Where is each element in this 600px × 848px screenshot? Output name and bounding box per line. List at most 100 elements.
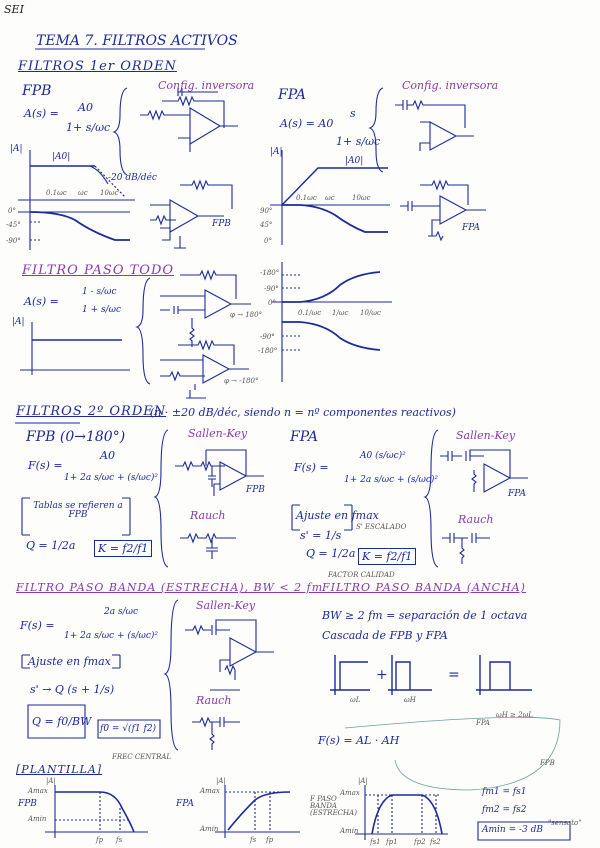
plantilla-fpb-amin: Amin bbox=[28, 815, 47, 823]
fpb2-sk-label: Sallen-Key bbox=[188, 427, 248, 440]
bracket-fpb1 bbox=[112, 87, 128, 176]
fpa1-tick-1: 0.1ωc bbox=[296, 194, 317, 202]
section-2orden-note: (n · ±20 dB/déc, siendo n = nº component… bbox=[150, 406, 456, 419]
circuit-pasotodo-2 bbox=[160, 339, 249, 399]
plantilla-banda-fs2: fs2 bbox=[430, 838, 441, 846]
fpa1-phase-45: 45° bbox=[260, 221, 273, 229]
fpa2-adjust: Ajuste en fmax bbox=[296, 509, 379, 522]
banda-ancha-fpb-tag: FPB bbox=[540, 759, 555, 767]
plantilla-fpa-axis: |A| bbox=[216, 777, 226, 785]
circuit-banda-sk bbox=[185, 619, 274, 691]
banda-sk-label: Sallen-Key bbox=[196, 599, 256, 612]
plantilla-fpa-amin: Amin bbox=[200, 825, 219, 833]
fpb1-lhs: A(s) = bbox=[24, 107, 59, 120]
circuit-pasotodo-1 bbox=[160, 269, 251, 347]
section-plantilla-title: [PLANTILLA] bbox=[16, 763, 103, 776]
fpb2-rauch-label: Rauch bbox=[190, 509, 226, 522]
fpa2-smap: s' = 1/s bbox=[300, 529, 342, 542]
section-2orden-title: FILTROS 2º ORDEN bbox=[16, 404, 167, 419]
pasotodo-p2: -90° bbox=[264, 285, 279, 293]
graph-pasotodo-mag bbox=[20, 322, 130, 375]
fpb1-a0: |A0| bbox=[52, 152, 71, 162]
fpb2-tables-note: Tablas se refieren a FPB bbox=[33, 501, 123, 520]
fpa2-den: 1+ 2a s/ωc + (s/ωc)² bbox=[344, 475, 439, 485]
plantilla-fpa-amax: Amax bbox=[200, 787, 220, 795]
plantilla-banda-fs1: fs1 bbox=[370, 838, 381, 846]
fpa1-tick-2: ωc bbox=[325, 194, 335, 202]
fpb1-num: A0 bbox=[78, 101, 93, 114]
circuit-fpb2-sk bbox=[175, 449, 264, 496]
banda-rauch-label: Rauch bbox=[196, 694, 232, 707]
adjust-box-banda bbox=[21, 654, 121, 669]
pasotodo-x3: 10/ωc bbox=[360, 309, 381, 317]
plantilla-banda-fp2: fp2 bbox=[414, 838, 426, 846]
fpb1-phase-90: -90° bbox=[6, 237, 21, 245]
banda-ancha-formula: F(s) = AL · AH bbox=[318, 734, 400, 747]
fpa1-inv-label: Config. inversora bbox=[402, 79, 499, 92]
plantilla-fpb-axis: |A| bbox=[46, 777, 56, 785]
fpa2-sk-label: Sallen-Key bbox=[456, 429, 516, 442]
fpa1-tick-3: 10ωc bbox=[352, 194, 371, 202]
fpa1-lhs: A(s) = A0 bbox=[280, 117, 334, 130]
pasotodo-x2: 1/ωc bbox=[332, 309, 349, 317]
fpa1-phase-90: 90° bbox=[260, 207, 273, 215]
fpb1-den: 1+ s/ωc bbox=[66, 121, 111, 134]
banda-ancha-sketch bbox=[330, 655, 561, 791]
fpb2-label: FPB (0→180°) bbox=[26, 429, 126, 445]
circuit-fpb1-noninv bbox=[150, 179, 233, 249]
fpa1-den: 1+ s/ωc bbox=[336, 135, 381, 148]
graph-fpb1-phase bbox=[18, 200, 130, 250]
fpa2-num: A0 (s/ωc)² bbox=[360, 451, 406, 461]
pasotodo-p3: 0° bbox=[268, 299, 276, 307]
section-pasotodo-title: FILTRO PASO TODO bbox=[22, 263, 175, 278]
tables-box bbox=[21, 497, 131, 536]
section-banda-estrecha-title: FILTRO PASO BANDA (ESTRECHA), BW < 2 fm bbox=[16, 581, 324, 594]
fpa2-label: FPA bbox=[290, 429, 318, 445]
plantilla-fpb-fp: fp bbox=[96, 836, 104, 844]
graph-fpa1 bbox=[270, 150, 390, 245]
graph-fpb1-mag bbox=[18, 150, 135, 201]
fpa1-a0: |A0| bbox=[345, 156, 364, 166]
fpb2-q: Q = 1/2a bbox=[26, 539, 76, 552]
equals-sign: = bbox=[448, 667, 460, 683]
bracket-fpa2 bbox=[423, 429, 439, 568]
fpb1-axis-mag: |A| bbox=[10, 144, 23, 154]
pasotodo-p1: -180° bbox=[260, 269, 280, 277]
fpa1-label: FPA bbox=[278, 87, 306, 103]
banda-ancha-l1: BW ≥ 2 fm = separación de 1 octava bbox=[322, 609, 528, 622]
pasotodo-p5: -180° bbox=[258, 347, 278, 355]
fpb1-tick-1: 0.1ωc bbox=[46, 189, 67, 197]
plantilla-banda-amax: Amax bbox=[340, 789, 360, 797]
banda-q: Q = f0/BW bbox=[32, 715, 92, 728]
banda-ancha-fpa-tag: FPA bbox=[476, 719, 490, 727]
fpb1-tick-3: 10ωc bbox=[100, 189, 119, 197]
pasotodo-num: 1 - s/ωc bbox=[82, 287, 117, 297]
fpb1-phase-45: -45° bbox=[6, 221, 21, 229]
banda-lhs: F(s) = bbox=[20, 619, 55, 632]
fpb1-tick-2: ωc bbox=[78, 189, 88, 197]
fpa2-k: K = f2/f1 bbox=[358, 548, 417, 565]
pasotodo-x1: 0.1/ωc bbox=[298, 309, 322, 317]
fpa2-tag: FPA bbox=[508, 489, 526, 499]
banda-f0: f0 = √(f1 f2) bbox=[100, 724, 157, 734]
circuit-fpa1-noninv bbox=[400, 179, 486, 242]
fpb1-slope: -20 dB/déc bbox=[108, 173, 157, 183]
plus-sign: + bbox=[376, 667, 388, 683]
q-box bbox=[27, 704, 86, 739]
plantilla-banda-label: F PASO BANDA (ESTRECHA) bbox=[310, 795, 357, 817]
banda-adjust: Ajuste en fmax bbox=[28, 655, 111, 668]
plantilla-banda-fp1: fp1 bbox=[386, 838, 398, 846]
fpa1-tag: FPA bbox=[462, 223, 480, 233]
graph-pasotodo-phase bbox=[272, 262, 392, 382]
fpb1-inv-label: Config. inversora bbox=[158, 79, 255, 92]
fpb1-label: FPB bbox=[22, 83, 52, 99]
pasotodo-phi2: φ → -180° bbox=[224, 377, 259, 385]
bracket-pasotodo bbox=[135, 277, 151, 385]
section-banda-ancha-title: FILTRO PASO BANDA (ANCHA) bbox=[322, 581, 526, 594]
circuit-banda-rauch bbox=[192, 716, 240, 750]
fpa2-rauch-label: Rauch bbox=[458, 513, 494, 526]
plantilla-banda-amin: Amin bbox=[340, 827, 359, 835]
banda-num: 2a s/ωc bbox=[104, 607, 138, 617]
